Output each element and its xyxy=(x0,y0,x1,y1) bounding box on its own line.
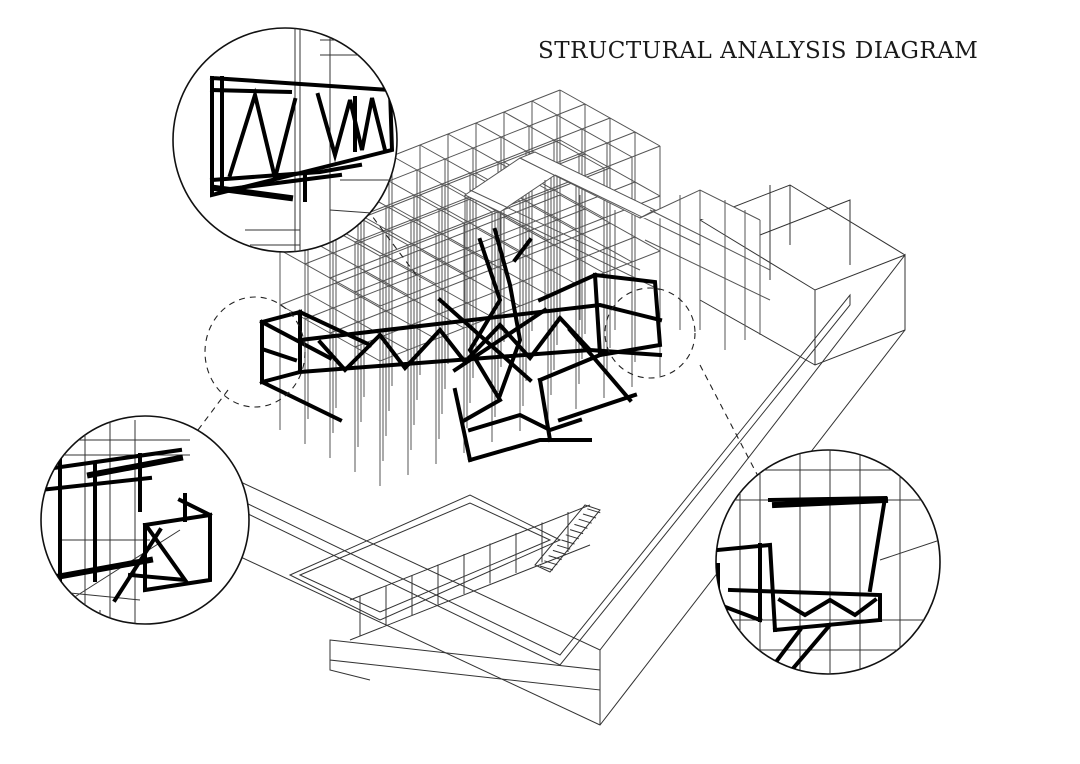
top-truss-detail xyxy=(172,27,398,253)
primary-black-structure xyxy=(259,227,663,463)
upper-rear-frame xyxy=(463,151,771,350)
sunken-court xyxy=(288,494,562,621)
diagram-title: STRUCTURAL ANALYSIS DIAGRAM xyxy=(538,38,979,64)
right-bracing-detail xyxy=(715,449,941,675)
lower-colonnade xyxy=(349,504,591,641)
left-cantilever-detail xyxy=(40,415,250,625)
stair xyxy=(534,504,601,573)
